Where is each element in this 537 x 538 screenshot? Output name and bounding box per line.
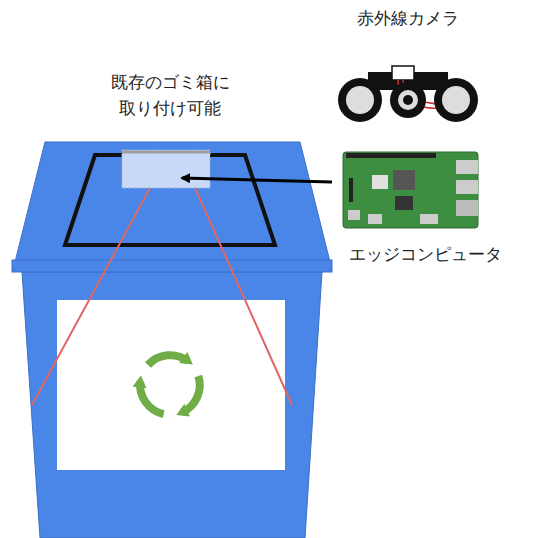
infrared-camera	[338, 66, 478, 122]
mount-arrow	[182, 178, 332, 182]
mount-area	[122, 150, 210, 188]
bin-body	[22, 272, 322, 538]
mount-label: 既存のゴミ箱に 取り付け可能	[103, 70, 238, 121]
camera-label: 赤外線カメラ	[328, 6, 488, 32]
computer-label: エッジコンピュータ	[325, 242, 525, 268]
lid-rim	[12, 260, 332, 272]
bin-window	[57, 300, 285, 470]
recycle-symbol	[135, 355, 207, 419]
view-line	[32, 188, 150, 405]
view-line	[195, 188, 292, 405]
edge-computer-board	[343, 152, 478, 228]
recycle-arrow	[135, 379, 164, 419]
recycle-arrow	[178, 376, 207, 416]
mount-edge	[122, 151, 210, 154]
recycle-arrow	[148, 355, 188, 365]
bin-lid	[15, 142, 330, 262]
